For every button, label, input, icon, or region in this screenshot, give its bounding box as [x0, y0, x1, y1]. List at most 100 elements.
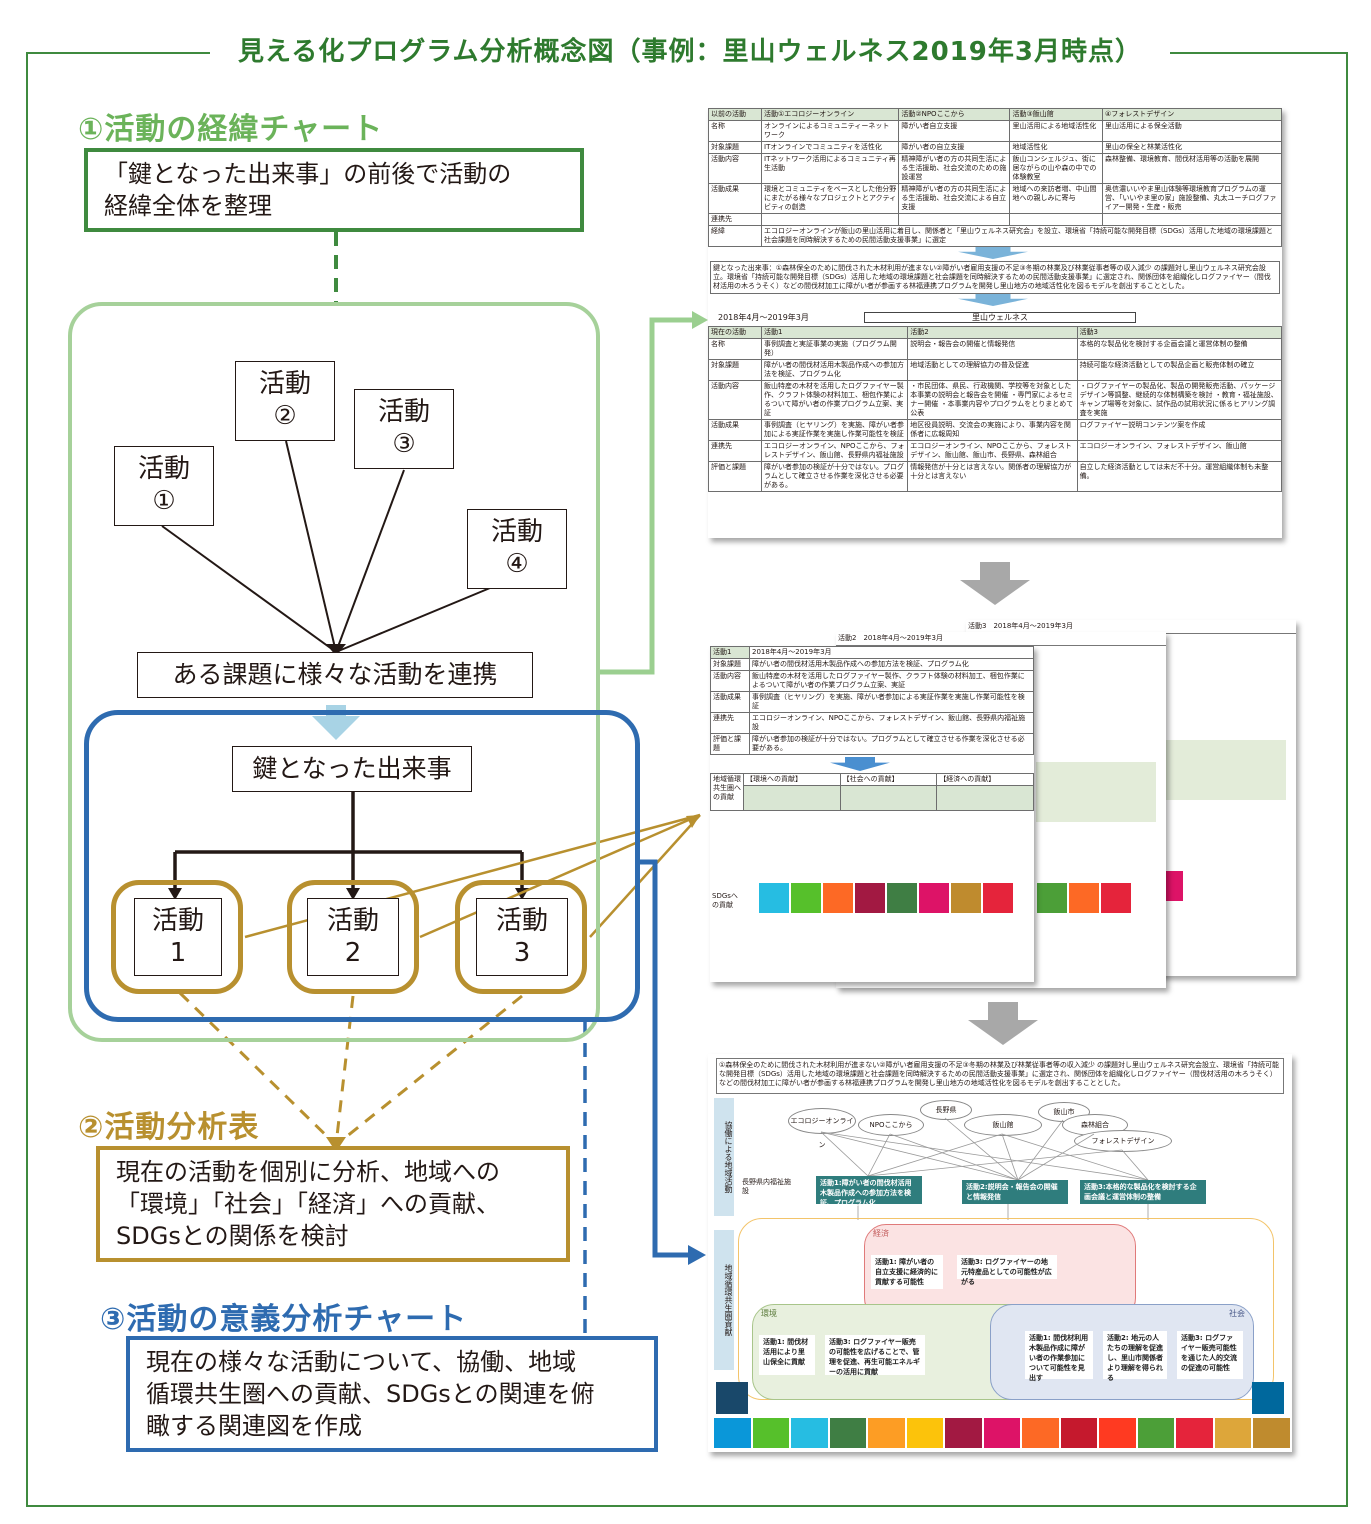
environment-item-2: 活動3: ログファイヤー販売の可能性を広げることで、管理を促進、再生可能エネルギ… [825, 1335, 925, 1376]
org-link-lines [820, 1117, 1149, 1220]
activity-3-label: 活動 [377, 397, 430, 427]
sdg-goal-icon [868, 1418, 905, 1448]
section3-note-line1: 現在の様々な活動について、協働、地域 [146, 1348, 577, 1376]
economy-item-2: 活動3: ログファイヤーの地元特産品としての可能性が広がる [957, 1255, 1057, 1286]
sub-activity-3-label: 活動 [495, 906, 548, 936]
activity-1-label: 活動 [137, 454, 190, 484]
org-bubble: NPOここから [858, 1114, 924, 1136]
activity-2-label: 活動 [258, 369, 311, 399]
section1-heading: ①活動の経緯チャート [78, 112, 384, 147]
sdg-icon-row [714, 1418, 1290, 1448]
regional-contribution-table: 地域循環共生圏への貢献 【環境への貢献】 【社会への貢献】 【経済への貢献】 [710, 773, 1034, 811]
side-label-collab: 協働による地域活動 [714, 1098, 734, 1216]
section2-note-line1: 現在の活動を個別に分析、地域への [116, 1158, 500, 1186]
significance-summary: ①森林保全のために間伐された木材利用が進まない②障がい者雇用支援の不足③冬期の林… [716, 1058, 1284, 1094]
activity-4-number: ④ [505, 549, 529, 579]
sub-activity-2-box: 活動 2 [307, 898, 399, 976]
sdg-goal-icon [983, 1418, 1021, 1448]
org-bubble: 長野県 [920, 1100, 972, 1120]
past-activities-table: 以前の活動 活動①エコロジーオンライン 活動②NPOここから 活動③飯山館 ④フ… [708, 108, 1282, 247]
history-chart-frame [68, 302, 600, 1042]
activity-lines [161, 440, 491, 653]
org-bubble: 飯山館 [964, 1114, 1042, 1136]
key-event-label: 鍵となった出来事 [232, 746, 472, 792]
org-welfare: 長野県内福祉施設 [742, 1178, 791, 1195]
section1-note-line2: 経緯全体を整理 [104, 192, 272, 220]
sdg-goal-icon [1253, 1418, 1290, 1448]
sdg-goal-icon [714, 1418, 751, 1448]
economy-item-1: 活動1: 障がい者の自立支援に経済的に貢献する可能性 [871, 1255, 943, 1289]
sdg-cluster-1 [758, 882, 1028, 918]
sdg-goal-icon [1176, 1418, 1213, 1448]
section2-heading: ②活動分析表 [78, 1110, 260, 1145]
sdg-label: SDGsへの貢献 [712, 892, 738, 909]
society-item-2: 活動2: 地元の人たちの理解を促進し、里山市関係者より理解を得られる [1103, 1331, 1167, 1382]
environment-item-1: 活動1: 間伐材活用により里山保全に貢献 [759, 1335, 815, 1375]
hub-arrowhead [326, 644, 346, 656]
blue-arrow-icon-2 [708, 294, 1282, 308]
hub-label: ある課題に様々な活動を連携 [137, 652, 533, 698]
sdg-goal-icon [752, 1418, 790, 1448]
section2-note-line2: 「環境」「社会」「経済」への貢献、 [116, 1190, 500, 1218]
sub-activity-3-frame [455, 880, 587, 994]
activity-2-number: ② [273, 401, 297, 431]
activity-3-number: ③ [392, 429, 416, 459]
current-activities-table: 現在の活動 活動1 活動2 活動3 名称事例調査と実証事業の実施（プログラム開発… [708, 326, 1282, 492]
significance-activity-3: 活動3:本格的な製品化を検討する企画会議と運営体制の整備 [1080, 1180, 1206, 1204]
org-name: 里山ウェルネス [864, 311, 1136, 323]
section3-note-line3: 瞰する関連図を作成 [146, 1412, 362, 1440]
significance-activity-1: 活動1:障がい者の間伐材活用木製品作成への参加方法を検証、プログラム化 [816, 1176, 922, 1207]
activity-1-box: 活動 ① [114, 446, 214, 526]
grey-arrow-1 [960, 580, 1030, 605]
sdg-goal-icon [1137, 1418, 1175, 1448]
sub-activity-1-frame [111, 880, 243, 994]
sdg-goal-icon [906, 1418, 944, 1448]
sdg17-icon [716, 1382, 748, 1414]
section1-note: 「鍵となった出来事」の前後で活動の 経緯全体を整理 [84, 148, 584, 232]
sdg-goal-icon [945, 1418, 982, 1448]
page-title: 見える化プログラム分析概念図（事例：里山ウェルネス2019年3月時点） [210, 30, 1170, 74]
significance-chart-document: ①森林保全のために間伐された木材利用が進まない②障がい者雇用支援の不足③冬期の林… [708, 1054, 1292, 1452]
sheet2-header: 活動2 2018年4月～2019年3月 [836, 632, 1166, 646]
period-label: 2018年4月～2019年3月 [718, 312, 809, 322]
sub-activity-3-box: 活動 3 [476, 898, 568, 976]
blue-arrow-icon [708, 247, 1282, 261]
grey-arrow-2 [968, 1020, 1038, 1045]
key-event-description: 鍵となった出来事：①森林保全のために間伐された木材利用が進まない②障がい者雇用支… [710, 261, 1280, 294]
activity-3-box: 活動 ③ [354, 389, 454, 469]
section3-note-line2: 循環共生圏への貢献、SDGsとの関連を俯 [146, 1380, 595, 1408]
blue-arrow-line [640, 859, 690, 1258]
sub-activity-2-number: 2 [344, 938, 362, 968]
key-event-frame [84, 710, 640, 1022]
down-arrow-icon [312, 705, 360, 740]
section1-note-line1: 「鍵となった出来事」の前後で活動の [104, 160, 512, 188]
society-sphere: 社会 活動1: 間伐材利用木製品作成に障がい者の作業参加について可能性を見出す … [990, 1304, 1254, 1400]
sub-activity-1-label: 活動 [151, 906, 204, 936]
activity-4-box: 活動 ④ [467, 509, 567, 589]
sub-activity-2-frame [287, 880, 419, 994]
section3-note: 現在の様々な活動について、協働、地域 循環共生圏への貢献、SDGsとの関連を俯 … [126, 1336, 658, 1452]
society-item-1: 活動1: 間伐材利用木製品作成に障がい者の作業参加について可能性を見出す [1025, 1331, 1093, 1382]
section2-note-line3: SDGsとの関係を検討 [116, 1222, 349, 1250]
activity-4-label: 活動 [490, 517, 543, 547]
sdg-goal-icon [1060, 1418, 1098, 1448]
sdg-goal-icon [1022, 1418, 1059, 1448]
sdg-cluster-2 [1036, 882, 1132, 918]
section3-heading: ③活動の意義分析チャート [100, 1302, 468, 1337]
sdg-goal-icon [829, 1418, 867, 1448]
section2-note: 現在の活動を個別に分析、地域への 「環境」「社会」「経済」への貢献、 SDGsと… [96, 1146, 570, 1262]
sub-activity-1-number: 1 [169, 938, 187, 968]
org-bubble: エコロジーオンライン [788, 1108, 856, 1149]
sub-activity-1-box: 活動 1 [134, 898, 222, 976]
society-item-3: 活動3: ログファイヤー販売可能性を通じた人的交流の促進の可能性 [1177, 1331, 1243, 1379]
sdg-goal-icon [791, 1418, 828, 1448]
sdg-goal-icon [1214, 1418, 1252, 1448]
activity-1-number: ① [152, 486, 176, 516]
significance-activity-2: 活動2:説明会・報告会の開催と情報発信 [962, 1180, 1068, 1204]
green-arrow-line [600, 317, 695, 675]
sub-activity-3-number: 3 [513, 938, 531, 968]
history-chart-document: 以前の活動 活動①エコロジーオンライン 活動②NPOここから 活動③飯山館 ④フ… [708, 108, 1282, 538]
side-label-contribution: 地域循環共生圏貢献 [714, 1230, 734, 1370]
sub-activity-2-label: 活動 [326, 906, 379, 936]
